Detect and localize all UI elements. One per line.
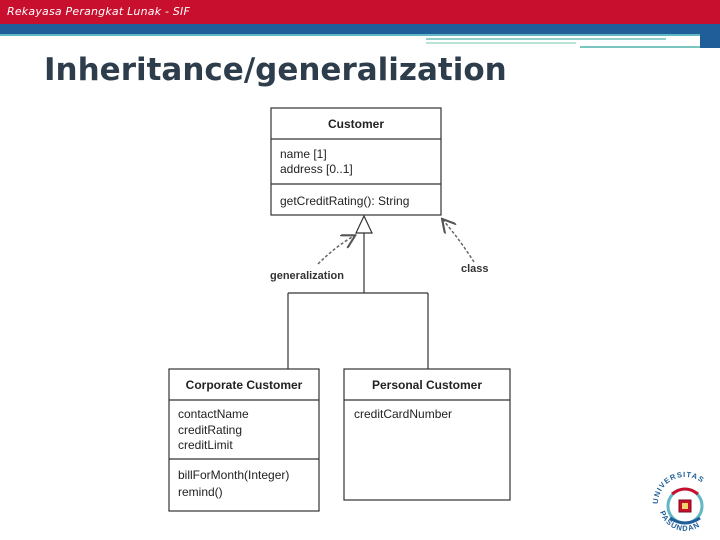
personal-class-name: Personal Customer — [372, 378, 482, 392]
customer-class: Customer name [1] address [0..1] getCred… — [270, 107, 442, 216]
corporate-customer-class: Corporate Customer contactName creditRat… — [168, 368, 320, 512]
svg-text:UNIVERSITAS: UNIVERSITAS — [651, 470, 706, 504]
header-accent-stripes — [426, 34, 700, 48]
customer-op-getcreditrating: getCreditRating(): String — [280, 194, 409, 208]
customer-class-name: Customer — [328, 117, 384, 131]
customer-attr-name: name [1] — [280, 147, 327, 161]
corporate-op-remind: remind() — [178, 485, 223, 499]
header-blue-stripe — [0, 24, 700, 34]
corporate-attr-creditrating: creditRating — [178, 423, 242, 437]
generalization-label: generalization — [270, 270, 344, 282]
customer-attr-address: address [0..1] — [280, 162, 353, 176]
university-seal-logo: UNIVERSITAS PASUNDAN — [651, 470, 706, 533]
personal-attr-creditcardnumber: creditCardNumber — [354, 407, 452, 421]
corporate-attr-creditlimit: creditLimit — [178, 438, 233, 452]
corporate-class-name: Corporate Customer — [186, 378, 303, 392]
class-label: class — [461, 263, 489, 275]
personal-customer-class: Personal Customer creditCardNumber — [343, 368, 511, 501]
header-blue-corner — [700, 24, 720, 48]
header-bar: Rekayasa Perangkat Lunak - SIF — [0, 0, 720, 24]
course-label: Rekayasa Perangkat Lunak - SIF — [7, 5, 190, 18]
slide-title: Inheritance/generalization — [44, 52, 507, 88]
annotation-arrows: generalization class — [270, 220, 489, 282]
generalization-connector — [287, 214, 429, 369]
header-teal-line — [0, 34, 700, 36]
corporate-op-billformonth: billForMonth(Integer) — [178, 468, 289, 482]
corporate-attr-contactname: contactName — [178, 407, 249, 421]
